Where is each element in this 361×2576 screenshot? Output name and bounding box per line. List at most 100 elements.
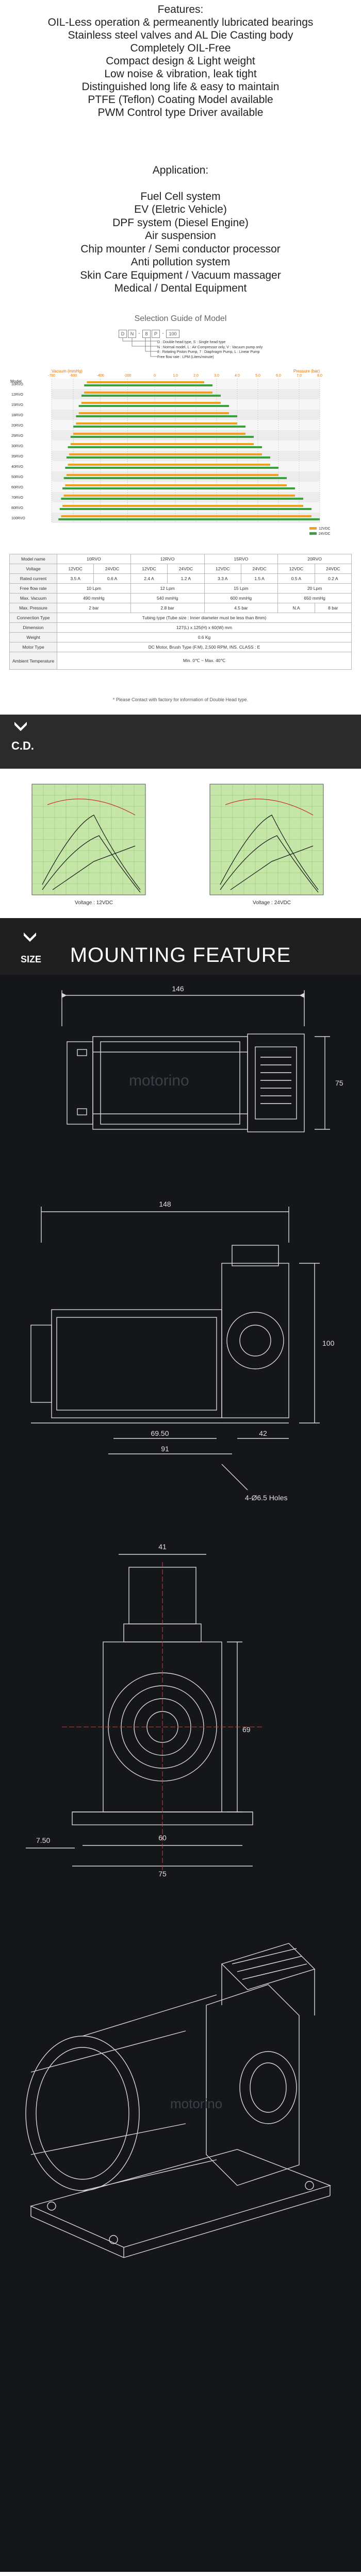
legend-swatch-12v	[309, 527, 317, 530]
brand-watermark: motorino	[129, 1072, 189, 1089]
chart-row-bg	[52, 471, 320, 482]
table-row: Ambient Temperature Min. 0℃ ~ Max. 40℃	[9, 652, 352, 670]
model-code-boxes: D N - 8 P - 100	[119, 330, 179, 338]
chart-row-bg	[52, 502, 320, 513]
table-row: Max. Vacuum 490 mmHg 540 mmHg 600 mmHg 6…	[9, 593, 352, 603]
model-label: 60RVO	[11, 486, 23, 489]
table-cell: 24VDC	[240, 564, 278, 574]
table-cell: 12VDC	[130, 564, 168, 574]
dimension-label: 60	[158, 1834, 167, 1842]
selection-guide-legend: D : Double head type, S : Single head ty…	[157, 340, 262, 360]
dimension-label: 42	[259, 1429, 267, 1437]
table-cell: 12VDC	[277, 564, 315, 574]
flow-chart: Vacuum (mmHg) Pressure (bar) Model -760-…	[10, 369, 331, 536]
table-cell: Ambient Temperature	[9, 652, 57, 670]
application-line: Fuel Cell system	[140, 190, 221, 202]
feature-line: OIL-Less operation & permeanently lubric…	[47, 16, 314, 28]
tick-label: 2.0	[193, 374, 199, 378]
cd-chart-12v	[31, 784, 146, 895]
tick-label: -600	[70, 374, 77, 378]
flow-chart-models: 10RVO12RVO15RVO18RVO20RVO25RVO30RVO35RVO…	[11, 383, 25, 520]
model-label: 30RVO	[11, 445, 23, 448]
table-cell: 24VDC	[167, 564, 205, 574]
spec-table-section: Model name 10RVO 12RVO 15RVO 20RVO Volta…	[0, 549, 361, 715]
model-label: 18RVO	[11, 414, 23, 417]
dimension-label: 69	[242, 1725, 251, 1734]
chart-row-bg	[52, 389, 320, 399]
chart-bar	[68, 446, 262, 448]
chart-row-bg	[52, 399, 320, 410]
cd-curve	[42, 815, 141, 890]
table-cell: Rated current	[9, 573, 57, 584]
cd-curve	[42, 835, 141, 893]
chart-row-bg	[52, 461, 320, 471]
chart-bar	[70, 443, 254, 445]
tick-label: 8.0	[317, 374, 322, 378]
cd-curve	[220, 835, 319, 893]
dimension-label: 69.50	[151, 1429, 169, 1437]
cd-curve	[220, 815, 319, 890]
table-row: Max. Pressure 2 bar 2.8 bar 4.5 bar N.A …	[9, 603, 352, 613]
table-cell: Free flow rate	[9, 583, 57, 594]
dimension-label: 75	[158, 1870, 167, 1878]
tick-label: 3.0	[214, 374, 219, 378]
cd-curve	[52, 845, 136, 890]
model-label: 50RVO	[11, 476, 23, 479]
technical-drawings: 146 75 motorino 148 100 69.50 91 42 4-Ø6…	[0, 975, 361, 2572]
application-line: Skin Care Equipment / Vacuum massager	[80, 269, 281, 281]
chart-row-bg	[52, 482, 320, 492]
feature-line: PWM Control type Driver available	[97, 107, 264, 118]
chart-row-bg	[52, 451, 320, 461]
chart-bar	[87, 381, 204, 383]
code-box: N	[128, 330, 136, 338]
table-cell: 2.4 A	[130, 573, 168, 584]
feature-line: Distinguished long life & easy to mainta…	[81, 81, 280, 93]
chart-bar	[78, 412, 229, 414]
legend-label-12v: 12VDC	[319, 527, 331, 531]
arrow-down-icon	[14, 722, 27, 731]
code-box: D	[119, 330, 127, 338]
flow-chart-section: Vacuum (mmHg) Pressure (bar) Model -760-…	[0, 363, 361, 549]
chart-row-bg	[52, 420, 320, 430]
drawing-side-view: 148 100 69.50 91 42 4-Ø6.5 Holes	[30, 1200, 335, 1502]
tick-label: 0	[154, 374, 156, 378]
chart-row-bg	[52, 492, 320, 502]
chart-row-bg	[52, 440, 320, 451]
chart-bar	[66, 456, 270, 459]
dimension-label: 41	[158, 1543, 167, 1551]
drawing-front-view: 146 75 motorino	[61, 985, 343, 1132]
dimension-label: 146	[172, 985, 184, 993]
table-row: Free flow rate 10 Lpm 12 Lpm 15 Lpm 20 L…	[9, 583, 352, 594]
guide-connector-lines	[122, 338, 157, 357]
application-line: EV (Eletric Vehicle)	[134, 204, 227, 215]
chart-bar	[62, 505, 303, 507]
tick-label: -400	[97, 374, 104, 378]
table-cell: Connection Type	[9, 613, 57, 623]
table-cell: Weight	[9, 632, 57, 642]
cd-curve	[47, 799, 136, 816]
legend-swatch-24v	[309, 532, 317, 535]
cd-label-12v: Voltage : 12VDC	[75, 900, 113, 906]
chart-bar	[65, 467, 278, 469]
table-cell: 127(L) x 125(H) x 60(W) mm	[57, 622, 352, 633]
table-cell: 24VDC	[314, 564, 352, 574]
model-label: 25RVO	[11, 434, 23, 438]
feature-line: Low noise & vibration, leak tight	[104, 68, 257, 80]
left-axis-title: Vacuum (mmHg)	[52, 369, 83, 374]
feature-line: Compact design & Light weight	[106, 55, 255, 67]
chart-bar	[70, 436, 254, 438]
dimension-label: 100	[322, 1339, 335, 1347]
table-cell: 12VDC	[204, 564, 241, 574]
chart-row-bg	[52, 410, 320, 420]
table-cell: 10RVO	[57, 554, 131, 564]
dimension-label: 7.50	[36, 1836, 50, 1844]
table-cell: 15 Lpm	[204, 583, 278, 594]
cd-curve	[225, 799, 314, 816]
chart-bar	[61, 498, 303, 500]
cd-banner: C.D.	[0, 715, 361, 769]
table-row: Rated current 3.5 A 0.6 A 2.4 A 1.2 A 3.…	[9, 573, 352, 584]
selection-guide: Selection Guide of Model D N - 8 P - 100…	[0, 314, 361, 363]
table-row: Voltage 12VDC 24VDC 12VDC 24VDC 12VDC 24…	[9, 564, 352, 574]
model-label: 80RVO	[11, 506, 23, 510]
legend-line: D : Double head type, S : Single head ty…	[157, 341, 226, 344]
